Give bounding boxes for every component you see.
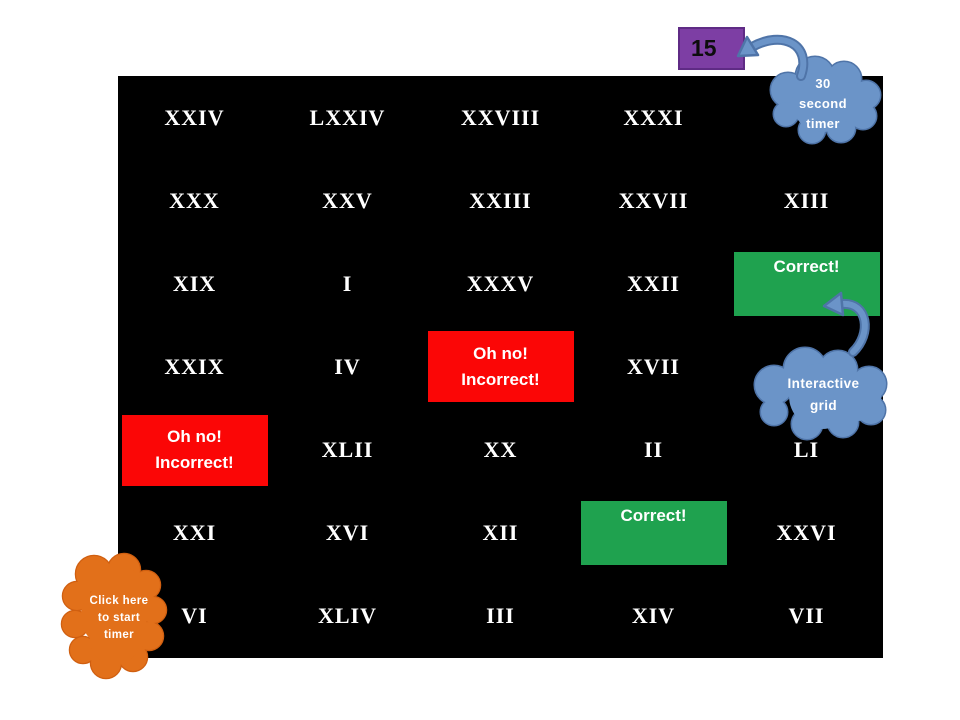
numeral-cell-xxx[interactable]: XXX — [169, 187, 220, 213]
numeral-cell-xlii[interactable]: XLII — [321, 437, 374, 463]
numeral-cell-xxvii[interactable]: XXVII — [618, 187, 689, 213]
grid-cell: Oh no! Incorrect! — [424, 325, 577, 408]
incorrect-label: Oh no! — [473, 343, 528, 363]
numeral-cell-xx[interactable]: XX — [483, 437, 518, 463]
numeral-cell-xiv[interactable]: XIV — [631, 603, 676, 629]
numeral-cell-ii[interactable]: II — [643, 437, 664, 463]
numeral-cell-xvi[interactable]: XVI — [325, 520, 370, 546]
numeral-cell-i[interactable]: I — [342, 270, 353, 296]
numeral-cell-xiii[interactable]: XIII — [783, 187, 830, 213]
start-timer-cloud-icon[interactable] — [60, 548, 178, 684]
countdown-timer-box[interactable]: 15 — [678, 27, 745, 70]
incorrect-feedback-box[interactable]: Oh no! Incorrect! — [427, 331, 574, 403]
numeral-cell-xvii[interactable]: XVII — [627, 353, 680, 379]
numeral-cell-xxv[interactable]: XXV — [322, 187, 373, 213]
incorrect-label: Oh no! — [167, 426, 222, 446]
timer-cloud-icon — [769, 55, 882, 145]
incorrect-label: Incorrect! — [155, 453, 234, 473]
numeral-cell-iv[interactable]: IV — [334, 353, 361, 379]
timer-value: 15 — [691, 35, 717, 61]
numeral-cell-xxii[interactable]: XXII — [627, 270, 680, 296]
correct-feedback-box[interactable]: Correct! — [580, 501, 727, 566]
numeral-cell-xliv[interactable]: XLIV — [317, 603, 377, 629]
grid-cell: Oh no! Incorrect! — [118, 409, 271, 492]
incorrect-feedback-box[interactable]: Oh no! Incorrect! — [121, 414, 268, 486]
numeral-cell-xxi[interactable]: XXI — [172, 520, 217, 546]
numeral-cell-xii[interactable]: XII — [482, 520, 519, 546]
interactive-grid-cloud-icon — [753, 346, 888, 441]
grid-cell: Correct! — [730, 242, 883, 325]
correct-feedback-box[interactable]: Correct! — [733, 251, 880, 316]
numeral-cell-xxxi[interactable]: XXXI — [623, 104, 684, 130]
numeral-cell-xxiv[interactable]: XXIV — [164, 104, 225, 130]
numeral-cell-xix[interactable]: XIX — [172, 270, 217, 296]
correct-label: Correct! — [773, 256, 840, 276]
numeral-cell-xxxv[interactable]: XXXV — [466, 270, 535, 296]
numeral-cell-xxix[interactable]: XXIX — [164, 353, 225, 379]
numeral-cell-vi[interactable]: VI — [181, 603, 208, 629]
numeral-cell-li[interactable]: LI — [793, 437, 820, 463]
numeral-cell-xxiii[interactable]: XXIII — [469, 187, 532, 213]
incorrect-label: Incorrect! — [461, 369, 540, 389]
numeral-cell-iii[interactable]: III — [486, 603, 515, 629]
numeral-cell-xxviii[interactable]: XXVIII — [460, 104, 541, 130]
grid-cell: Correct! — [577, 492, 730, 575]
numeral-cell-vii[interactable]: VII — [788, 603, 825, 629]
correct-label: Correct! — [620, 506, 687, 526]
numeral-cell-lxxiv[interactable]: LXXIV — [309, 104, 386, 130]
numeral-cell-xxvi[interactable]: XXVI — [776, 520, 837, 546]
